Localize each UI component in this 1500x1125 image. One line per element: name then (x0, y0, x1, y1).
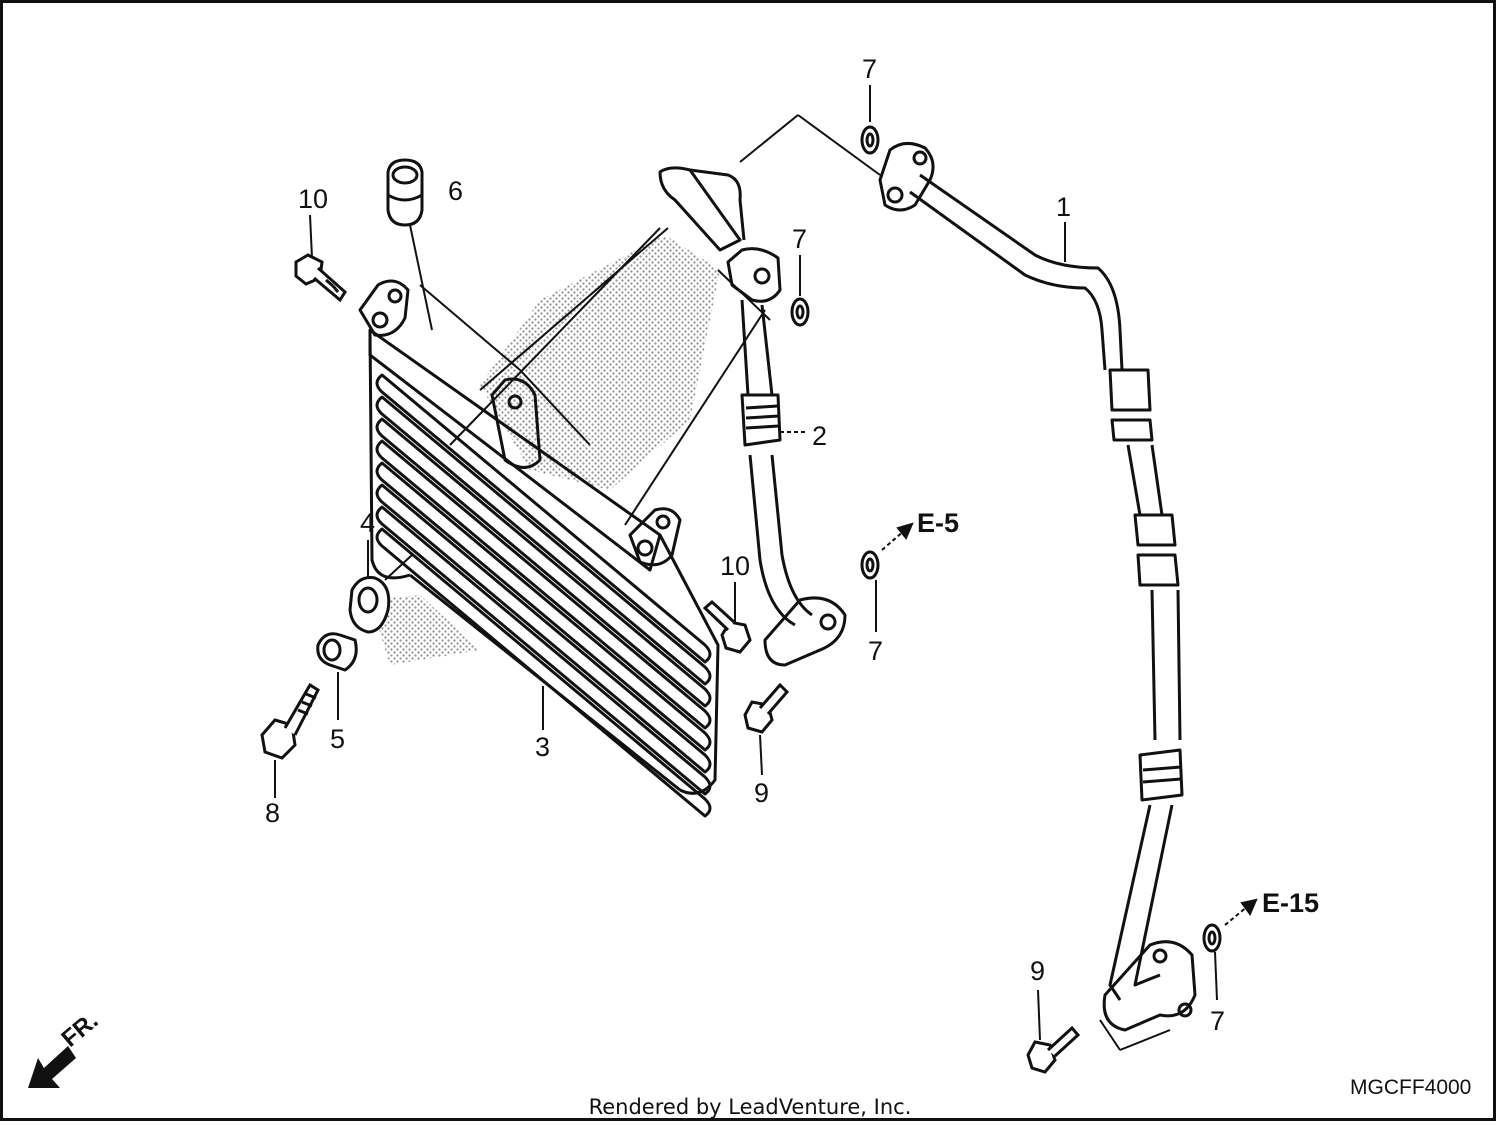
reference-e5: E-5 (917, 508, 959, 538)
grommet-part-6 (386, 158, 424, 227)
cooler-right-mount (628, 507, 682, 567)
callout-5: 5 (330, 724, 345, 754)
callout-9-center: 9 (754, 778, 769, 808)
callout-7-bottom: 7 (1210, 1006, 1225, 1036)
callout-9-bottom: 9 (1030, 956, 1045, 986)
callout-3: 3 (535, 732, 550, 762)
callout-10-upper: 10 (298, 184, 328, 214)
callout-1: 1 (1056, 192, 1071, 222)
bolt-part-9-bottom (1026, 1025, 1081, 1074)
reference-arrows (881, 522, 1258, 926)
cooler-bottom-edge (409, 573, 681, 792)
callout-7-middle: 7 (868, 636, 883, 666)
callout-7-hose: 7 (792, 224, 807, 254)
callout-7-top: 7 (862, 54, 877, 84)
bolt-part-10-upper (294, 253, 347, 303)
credit-line: Rendered by LeadVenture, Inc. (589, 1095, 912, 1119)
callout-2: 2 (812, 421, 827, 451)
callout-4: 4 (360, 508, 375, 538)
oil-hose-part-1 (878, 142, 1197, 1032)
callout-6: 6 (448, 176, 463, 206)
cooler-right-end (658, 534, 720, 795)
front-arrow-icon: FR. (28, 1007, 103, 1088)
callout-10-lower: 10 (720, 551, 750, 581)
cooler-left-mount (358, 279, 410, 337)
leader-lines (274, 85, 1218, 1051)
front-direction-label: FR. (57, 1007, 104, 1053)
bolt-part-10-lower (702, 599, 752, 654)
oil-cooler (358, 279, 720, 818)
callout-8: 8 (265, 798, 280, 828)
collar-part-5 (316, 632, 358, 672)
cooler-left-end (368, 329, 411, 580)
grommet-part-4 (348, 576, 391, 634)
cooler-fins (375, 373, 712, 818)
reference-e15: E-15 (1262, 888, 1319, 918)
bolt-part-9-center (743, 682, 790, 734)
washers-part-7 (790, 125, 1222, 953)
bolt-part-8 (260, 682, 320, 760)
shading (370, 235, 720, 665)
oil-hose-part-2 (658, 166, 847, 667)
diagram-code: MGCFF4000 (1350, 1076, 1471, 1099)
